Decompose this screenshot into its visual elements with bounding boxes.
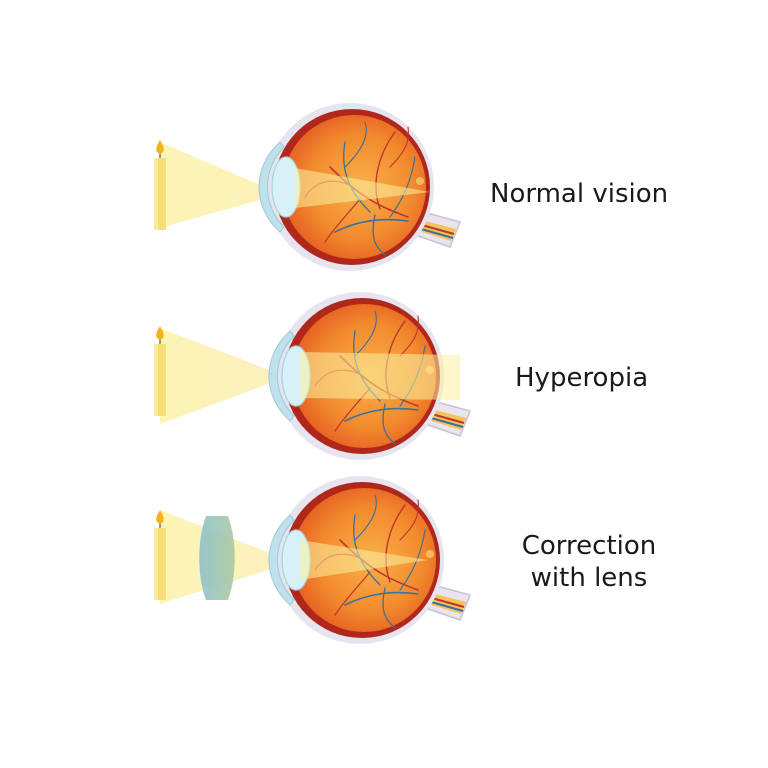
light-beam (160, 142, 440, 228)
label-normal-vision: Normal vision (490, 179, 669, 209)
light-beam-inside (300, 540, 428, 580)
corrective-lens-icon (199, 516, 235, 600)
label-correction-line2: with lens (530, 563, 648, 593)
row-normal-vision (153, 101, 462, 273)
light-beam-inside (295, 168, 430, 208)
row-correction (153, 474, 472, 646)
light-beam-inside (300, 352, 460, 400)
label-correction-line1: Correction (521, 531, 657, 561)
light-beam (160, 328, 300, 424)
row-hyperopia (153, 290, 472, 462)
label-hyperopia: Hyperopia (515, 363, 649, 393)
label-correction: Correction with lens (514, 530, 664, 594)
